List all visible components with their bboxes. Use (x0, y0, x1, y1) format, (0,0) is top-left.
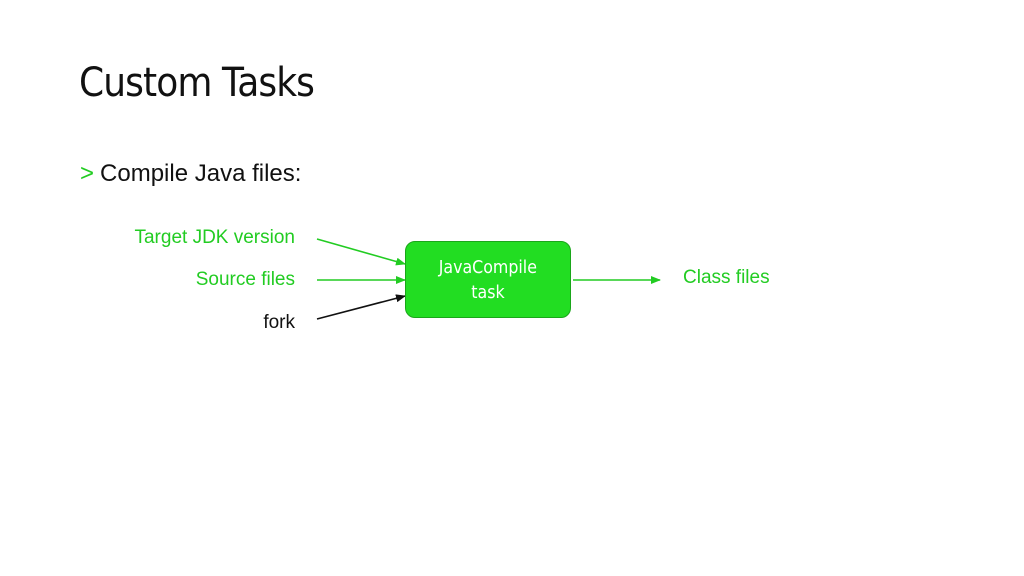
bullet-marker-icon: > (80, 160, 95, 187)
bullet-text: Compile Java files: (100, 160, 302, 187)
arrow-fork-to-task (316, 294, 406, 320)
input-label-target-jdk: Target JDK version (134, 227, 295, 248)
bullet-item: > Compile Java files: (80, 160, 301, 188)
input-label-source-files: Source files (195, 269, 295, 290)
javacompile-task-node: JavaCompile task (405, 241, 571, 318)
output-label-class-files: Class files (683, 267, 770, 288)
input-label-fork: fork (263, 312, 295, 333)
slide-title: Custom Tasks (79, 60, 315, 106)
task-node-label-line1: JavaCompile (438, 256, 538, 278)
task-node-label-line2: task (471, 281, 505, 303)
arrow-target-jdk-to-task (316, 238, 406, 266)
